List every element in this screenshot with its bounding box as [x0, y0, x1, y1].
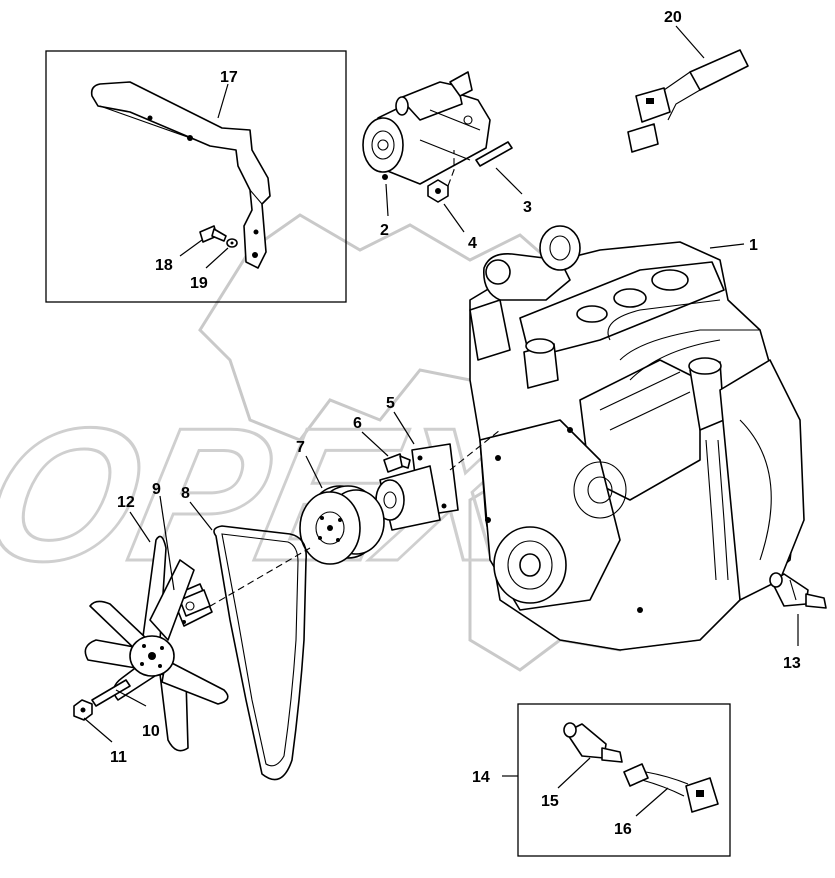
detail-box-sensor	[517, 703, 731, 857]
callout-17: 17	[220, 69, 238, 86]
callout-20: 20	[664, 9, 682, 26]
callout-6: 6	[353, 415, 362, 432]
nut-11	[73, 699, 93, 721]
washer-19	[226, 238, 238, 248]
bolt-10	[91, 679, 131, 707]
watermark: OPEX	[0, 213, 702, 672]
water-pump-5	[375, 443, 459, 531]
callout-14: 14	[472, 769, 490, 786]
callout-15: 15	[541, 793, 559, 810]
bolt-6	[383, 453, 411, 473]
fan-12	[84, 535, 229, 752]
stud-3	[475, 141, 513, 167]
connector-20	[627, 49, 749, 153]
engine-1	[469, 225, 805, 651]
callout-19: 19	[190, 275, 208, 292]
belt-8	[213, 525, 307, 781]
nut-4	[427, 179, 449, 203]
detail-box-bracket	[45, 50, 347, 303]
bolt-18	[199, 225, 227, 243]
callout-5: 5	[386, 395, 395, 412]
callout-1: 1	[749, 237, 758, 254]
callout-10: 10	[142, 723, 160, 740]
sensor-15	[563, 722, 623, 763]
callout-13: 13	[783, 655, 801, 672]
callout-16: 16	[614, 821, 632, 838]
callout-9: 9	[152, 481, 161, 498]
pulley-7	[299, 485, 385, 565]
sensor-13	[769, 572, 827, 609]
callout-4: 4	[468, 235, 477, 252]
watermark-text: OPEX	[0, 388, 550, 601]
callout-2: 2	[380, 222, 389, 239]
callout-12: 12	[117, 494, 135, 511]
bracket-17	[90, 81, 271, 269]
starter-motor-2	[362, 71, 491, 185]
callout-8: 8	[181, 485, 190, 502]
callout-3: 3	[523, 199, 532, 216]
callout-7: 7	[296, 439, 305, 456]
callout-18: 18	[155, 257, 173, 274]
callout-11: 11	[110, 749, 127, 766]
harness-16	[623, 763, 719, 813]
